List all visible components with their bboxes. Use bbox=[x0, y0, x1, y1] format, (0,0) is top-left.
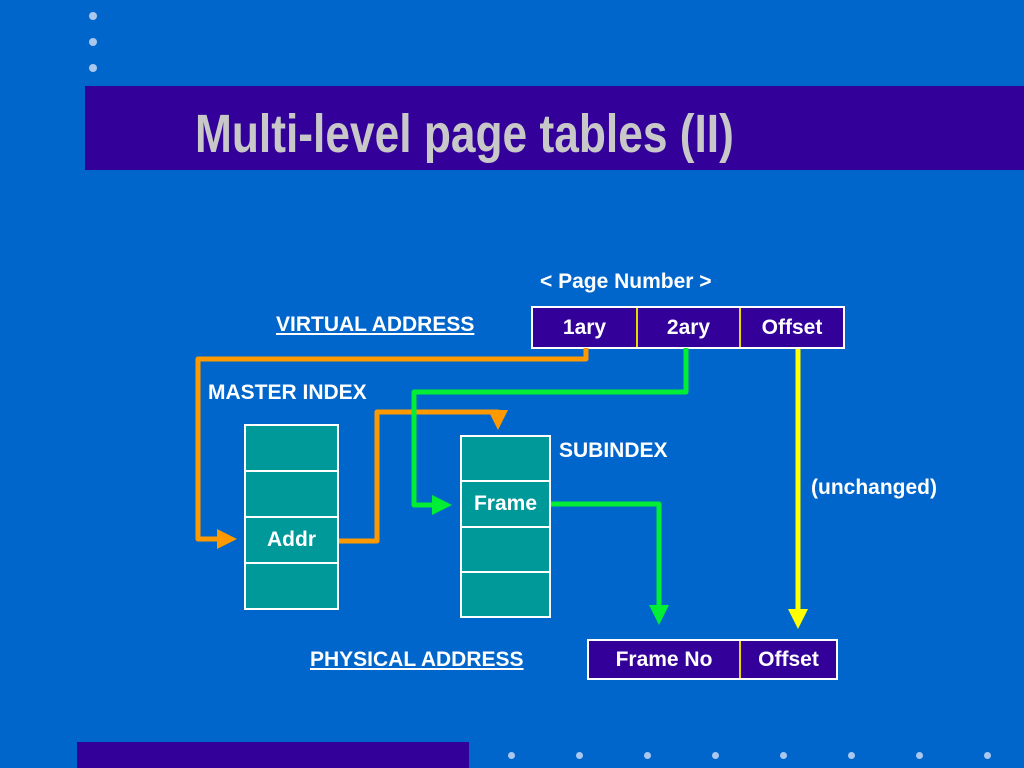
decor-dot bbox=[984, 752, 991, 759]
physical-address-label: PHYSICAL ADDRESS bbox=[310, 648, 524, 671]
va-field-2ary: 2ary bbox=[636, 308, 739, 347]
master-index-row bbox=[246, 426, 337, 470]
va-field-offset: Offset bbox=[739, 308, 843, 347]
master-index-row-addr: Addr bbox=[246, 518, 337, 562]
unchanged-label: (unchanged) bbox=[811, 476, 937, 499]
master-index-row bbox=[246, 472, 337, 516]
arrow-1ary-to-master bbox=[195, 348, 589, 549]
decor-dot bbox=[712, 752, 719, 759]
arrow-2ary-to-frame bbox=[411, 348, 689, 515]
pa-field-frame-no: Frame No bbox=[615, 647, 713, 671]
master-index-row bbox=[246, 564, 337, 608]
subindex-table: Frame bbox=[460, 435, 551, 618]
decor-dot bbox=[89, 12, 97, 20]
decor-dot bbox=[576, 752, 583, 759]
slide-title: Multi-level page tables (II) bbox=[195, 104, 734, 164]
master-index-table: Addr bbox=[244, 424, 339, 610]
decor-dot bbox=[89, 38, 97, 46]
footer-band bbox=[77, 742, 469, 768]
master-index-label: MASTER INDEX bbox=[208, 381, 367, 404]
decor-dot bbox=[780, 752, 787, 759]
arrow-addr-to-subindex bbox=[339, 409, 508, 544]
subindex-label: SUBINDEX bbox=[559, 439, 668, 462]
decor-dot bbox=[508, 752, 515, 759]
subindex-row-frame: Frame bbox=[462, 482, 549, 526]
decor-dot bbox=[848, 752, 855, 759]
subindex-row bbox=[462, 437, 549, 481]
subindex-row bbox=[462, 572, 549, 616]
decor-dot bbox=[89, 64, 97, 72]
va-field-1ary: 1ary bbox=[562, 315, 607, 339]
virtual-address-label: VIRTUAL ADDRESS bbox=[276, 313, 475, 336]
pa-field-offset: Offset bbox=[739, 641, 836, 678]
page-number-label: < Page Number > bbox=[540, 270, 712, 293]
subindex-row bbox=[462, 527, 549, 571]
title-band bbox=[85, 86, 1024, 170]
physical-address-box: Frame No Offset bbox=[587, 639, 838, 680]
decor-dot bbox=[644, 752, 651, 759]
arrow-frame-to-frame-no bbox=[551, 501, 669, 625]
decor-dot bbox=[916, 752, 923, 759]
